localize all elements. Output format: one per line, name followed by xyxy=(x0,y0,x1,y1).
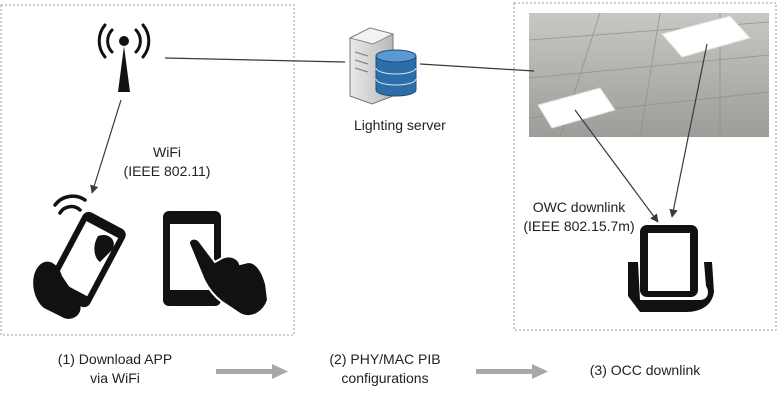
wifi-label: WiFi (IEEE 802.11) xyxy=(112,143,222,181)
owc-arrow-left-panel xyxy=(574,109,659,223)
server-ceiling-link xyxy=(419,63,535,72)
wifi-downlink-arrow xyxy=(90,99,122,194)
phone-in-hand-icon xyxy=(628,225,714,312)
step-3-line1: (3) OCC downlink xyxy=(589,362,701,378)
phone-wifi-icon xyxy=(33,194,126,319)
owc-arrow-right-panel xyxy=(669,43,708,218)
step-3: (3) OCC downlink xyxy=(570,361,720,380)
step-2: (2) PHY/MAC PIB configurations xyxy=(310,350,460,388)
step-1: (1) Download APP via WiFi xyxy=(40,350,190,388)
wifi-panel-box xyxy=(0,4,295,336)
owc-label-line1: OWC downlink xyxy=(532,199,626,215)
server-database-icon xyxy=(348,27,417,105)
owc-panel-box xyxy=(513,2,777,331)
server-label: Lighting server xyxy=(354,117,446,133)
wifi-antenna-icon xyxy=(97,23,151,92)
step-2-line2: configurations xyxy=(341,370,429,386)
phone-touch-icon xyxy=(163,211,270,318)
step-1-line2: via WiFi xyxy=(90,370,140,386)
step-arrow-1 xyxy=(216,364,288,379)
wifi-label-line1: WiFi xyxy=(153,144,181,160)
owc-label: OWC downlink (IEEE 802.15.7m) xyxy=(520,198,638,236)
step-1-line1: (1) Download APP xyxy=(57,351,173,367)
ceiling-led-panels-photo xyxy=(528,12,770,138)
wifi-label-line2: (IEEE 802.11) xyxy=(123,163,211,179)
antenna-server-link xyxy=(164,57,346,63)
step-arrow-2 xyxy=(476,364,548,379)
owc-label-line2: (IEEE 802.15.7m) xyxy=(523,218,635,234)
step-2-line1: (2) PHY/MAC PIB xyxy=(329,351,441,367)
